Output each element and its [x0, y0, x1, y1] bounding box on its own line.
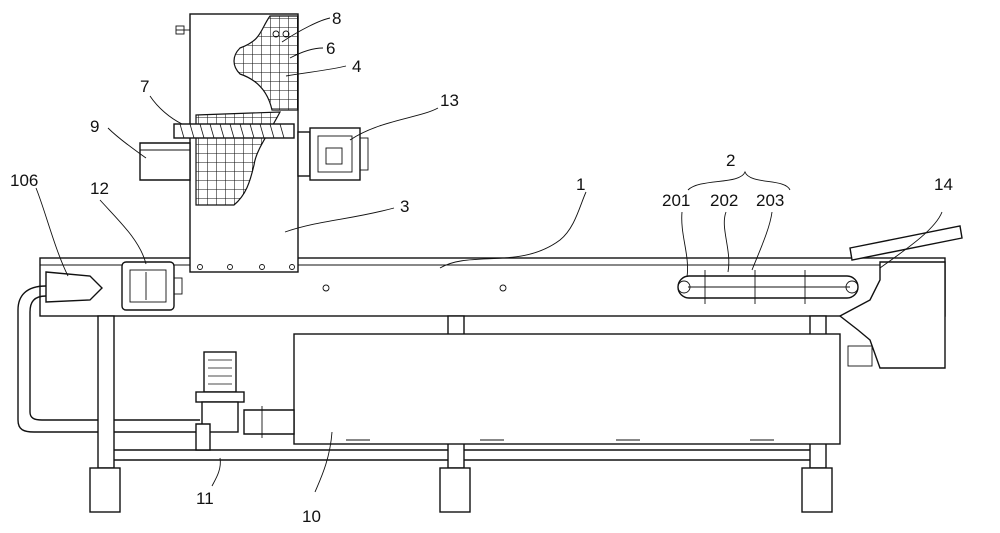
label-14: 14 — [934, 175, 953, 194]
leader-lines — [35, 17, 943, 493]
label-3: 3 — [400, 197, 409, 216]
label-12: 12 — [90, 179, 109, 198]
label-11: 11 — [196, 489, 214, 508]
label-10: 10 — [302, 507, 321, 526]
label-9: 9 — [90, 117, 99, 136]
label-106: 106 — [10, 171, 38, 190]
discharge-chute — [139, 142, 191, 181]
water-tank — [293, 333, 841, 445]
label-8: 8 — [332, 9, 341, 28]
label-13: 13 — [440, 91, 459, 110]
label-203: 203 — [756, 191, 784, 210]
control-box — [121, 261, 183, 311]
feed-tray — [838, 225, 963, 369]
label-4: 4 — [352, 57, 361, 76]
label-6: 6 — [326, 39, 335, 58]
pump — [195, 351, 295, 451]
label-201: 201 — [662, 191, 690, 210]
label-1: 1 — [576, 175, 585, 194]
chain-conveyor — [677, 270, 859, 304]
label-7: 7 — [140, 77, 149, 96]
inlet-fitting — [17, 271, 200, 433]
label-202: 202 — [710, 191, 738, 210]
label-2: 2 — [726, 151, 735, 170]
drive-motor — [297, 127, 369, 181]
reference-numerals: 1 2 201 202 203 3 4 6 7 8 9 10 11 12 13 … — [10, 9, 953, 526]
cutaway-screen — [173, 15, 299, 206]
